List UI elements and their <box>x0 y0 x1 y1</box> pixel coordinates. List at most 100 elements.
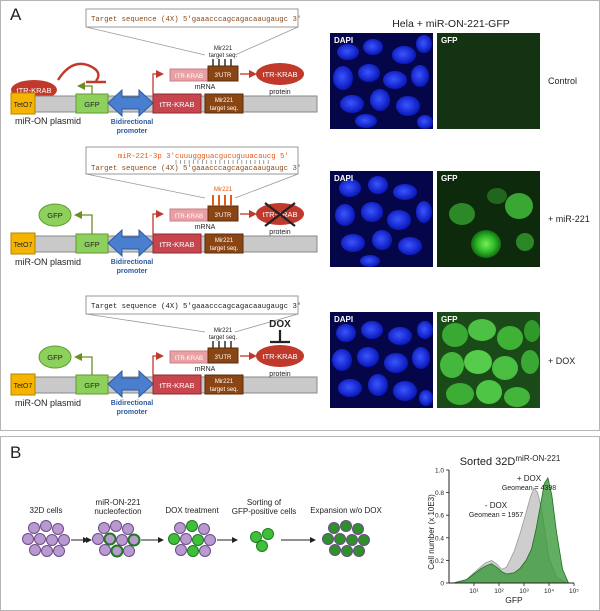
bidirectional-label: Bidirectional <box>111 400 153 407</box>
gfp-protein-label: GFP <box>47 211 62 220</box>
target-sequence-box <box>85 8 299 28</box>
sorted-cells-icon <box>250 528 274 552</box>
mrna-ttr-krab-label: tTR-KRAB <box>175 214 203 220</box>
step-4-label: Sorting of <box>247 498 282 507</box>
condition-label: Control <box>548 76 577 86</box>
target-sequence-text: Target sequence (4X) 5'gaaacccagcagacaau… <box>91 303 301 311</box>
mir221-bound-label: Mir221 <box>214 187 233 193</box>
target-seq-mrna-label: target seq. <box>209 335 238 341</box>
x-tick-label: 10¹ <box>469 588 479 595</box>
mir221-target-box <box>204 93 244 114</box>
row-control-diagram: Target sequence (4X) 5'gaaacccagcagacaau… <box>10 8 318 135</box>
cells-32d-icon <box>22 520 70 557</box>
target-seq-mrna-label: target seq. <box>209 53 238 59</box>
mir221-mrna-label: Mir221 <box>214 328 233 334</box>
inhibition-arc <box>56 62 100 82</box>
dox-inhibition-icon <box>270 330 290 344</box>
annotation-minus-dox-title: - DOX <box>485 501 508 510</box>
ttr-krab-protein <box>256 345 304 367</box>
teto7-label: TetO7 <box>14 383 33 390</box>
panel-b-label: B <box>10 443 21 462</box>
microscopy-title: Hela + miR-ON-221-GFP <box>392 18 510 30</box>
bidirectional-label: Bidirectional <box>111 259 153 266</box>
utr-label: 3'UTR <box>215 213 232 219</box>
ttr-krab-gene-label: tTR-KRAB <box>159 381 194 390</box>
utr-segment <box>207 347 239 364</box>
x-tick-label: 10² <box>494 588 504 595</box>
dapi-label: DAPI <box>334 315 353 324</box>
row-dox-diagram: Target sequence (4X) 5'gaaacccagcagacaau… <box>10 295 318 416</box>
mrna-label: mRNA <box>195 366 216 373</box>
step-2-label: miR-ON-221 <box>96 498 141 507</box>
dapi-label: DAPI <box>334 36 353 45</box>
mir221-target-label-2: target seq. <box>210 246 239 252</box>
gfp-label: GFP <box>441 174 458 183</box>
ttr-krab-gene-label: tTR-KRAB <box>159 100 194 109</box>
bidirectional-label: Bidirectional <box>111 119 153 126</box>
mrna-ttr-krab-label: tTR-KRAB <box>175 74 203 80</box>
ttr-krab-protein-label: tTR-KRAB <box>262 70 297 79</box>
expanded-cells-icon <box>322 520 370 557</box>
dapi-label: DAPI <box>334 174 353 183</box>
promoter-label: promoter <box>117 409 148 416</box>
mrna-label: mRNA <box>195 84 216 91</box>
dox-label: DOX <box>269 319 291 330</box>
gfp-expression-arrow <box>74 353 93 375</box>
gfp-gene-label: GFP <box>84 100 99 109</box>
protein-caption: protein <box>269 89 291 96</box>
row-control-images: DAPI GFP Control <box>330 33 577 129</box>
utr-segment <box>207 205 239 222</box>
mir221-target-label: Mir221 <box>215 238 234 244</box>
teto7-label: TetO7 <box>14 102 33 109</box>
condition-label: + DOX <box>548 356 575 366</box>
facs-chart: Sorted 32DmiR-ON-221 00.20.40.60.81.010¹… <box>427 454 579 605</box>
mir221-target-label-2: target seq. <box>210 387 239 393</box>
x-axis-label: GFP <box>505 595 523 605</box>
utr-label: 3'UTR <box>215 355 232 361</box>
gfp-label: GFP <box>441 36 458 45</box>
promoter-label: promoter <box>117 268 148 275</box>
nucleofected-cells-icon <box>92 520 141 558</box>
step-3-label: DOX treatment <box>165 506 219 515</box>
plasmid-label: miR-ON plasmid <box>15 398 81 408</box>
mir221-target-label: Mir221 <box>215 98 234 104</box>
ttr-krab-gene-box <box>152 233 202 254</box>
ttr-krab-gene-box <box>152 93 202 114</box>
protein-caption: protein <box>269 229 291 236</box>
x-tick-label: 10⁴ <box>544 588 554 595</box>
y-tick-label: 0.6 <box>435 513 444 520</box>
teto7-box <box>10 232 36 255</box>
ttr-krab-protein <box>256 63 304 85</box>
plasmid-label: miR-ON plasmid <box>15 116 81 126</box>
gfp-transcription-arrow <box>77 82 93 94</box>
gfp-protein-label: GFP <box>47 353 62 362</box>
workflow: 32D cells miR-ON-221 nucleofection DOX t… <box>22 498 382 558</box>
gfp-gene-label: GFP <box>84 381 99 390</box>
mir221-target-box <box>204 233 244 254</box>
gfp-image <box>437 33 540 129</box>
row-dox-images: DAPI GFP + DOX <box>330 312 575 408</box>
x-tick-label: 10⁵ <box>569 588 579 595</box>
gfp-gene-label: GFP <box>84 240 99 249</box>
annotation-plus-dox-title: + DOX <box>517 474 542 483</box>
teto7-box <box>10 373 36 396</box>
mir221-target-label: Mir221 <box>215 379 234 385</box>
teto7-label: TetO7 <box>14 242 33 249</box>
ttr-krab-gene-box <box>152 374 202 395</box>
mir221-sequence-text: miR-221-3p 3'cuuuggguacgucuguuacaucg 5' <box>118 153 289 161</box>
y-axis-label: Cell number (x 10E3) <box>427 494 436 570</box>
target-sequence-text: Target sequence (4X) 5'gaaacccagcagacaau… <box>91 165 301 173</box>
promoter-label: promoter <box>117 128 148 135</box>
condition-label: + miR-221 <box>548 214 590 224</box>
gfp-protein <box>38 345 72 369</box>
cross-out-icon <box>264 202 296 227</box>
histogram-series-2 <box>453 476 570 584</box>
y-tick-label: 0.4 <box>435 535 444 542</box>
protein-caption: protein <box>269 371 291 378</box>
annotation-minus-dox-geomean: Geomean = 1957 <box>469 512 523 519</box>
panel-a-label: A <box>10 5 22 24</box>
target-sequence-text: Target sequence (4X) 5'gaaacccagcagacaau… <box>91 16 301 24</box>
step-2-label-2: nucleofection <box>94 507 141 516</box>
transcription-arrow <box>152 70 164 94</box>
